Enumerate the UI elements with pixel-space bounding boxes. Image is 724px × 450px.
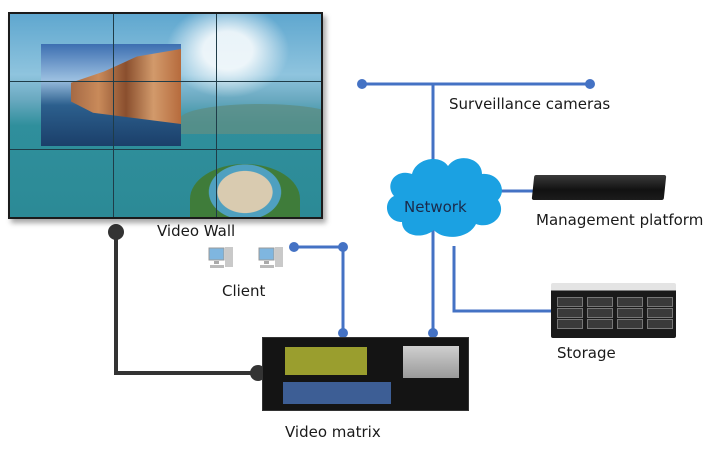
matrix-network-port [428, 328, 438, 338]
control-module-panel [403, 346, 459, 378]
drive-bay [617, 319, 643, 329]
drive-bay [587, 308, 613, 318]
surveillance-cameras-label: Surveillance cameras [449, 95, 611, 113]
video-wall-cable [114, 232, 258, 375]
network-label: Network [404, 198, 467, 216]
island-scenery [190, 164, 300, 217]
drive-bay [587, 319, 613, 329]
drive-bay [557, 319, 583, 329]
client-link-line [294, 245, 345, 333]
drive-bay [587, 297, 613, 307]
video-matrix-device-icon [262, 337, 469, 411]
drive-bay [557, 297, 583, 307]
drive-bay [617, 297, 643, 307]
inset-window-image [41, 44, 181, 146]
storage-link-line [452, 246, 553, 313]
desktop-computer-icon [258, 247, 283, 268]
video-matrix-label: Video matrix [285, 423, 381, 441]
video-wall-plug [108, 224, 124, 240]
cloud-icon [387, 158, 503, 237]
wall-divider [113, 14, 114, 217]
input-card-panel [285, 347, 367, 375]
video-wall-display [8, 12, 323, 219]
mountain-scenery [180, 104, 321, 134]
client-label: Client [222, 282, 266, 300]
video-wall-label: Video Wall [157, 222, 236, 240]
camera-endpoint-right [585, 79, 595, 89]
desktop-computer-icon [208, 247, 233, 268]
buildings-image [71, 49, 181, 124]
drive-bay [647, 308, 673, 318]
wall-divider [10, 81, 321, 82]
management-platform-label: Management platform [536, 211, 704, 229]
matrix-client-port [338, 328, 348, 338]
drive-bay [617, 308, 643, 318]
wall-divider [216, 14, 217, 217]
drive-bay [647, 319, 673, 329]
rack-server-icon [531, 175, 667, 200]
output-card-panel [283, 382, 391, 404]
camera-endpoint-left [357, 79, 367, 89]
client-endpoint [289, 242, 299, 252]
drive-bay [647, 297, 673, 307]
drive-bay [557, 308, 583, 318]
storage-label: Storage [557, 344, 616, 362]
client-corner-node [338, 242, 348, 252]
wall-divider [10, 149, 321, 150]
storage-array-icon [551, 283, 676, 338]
